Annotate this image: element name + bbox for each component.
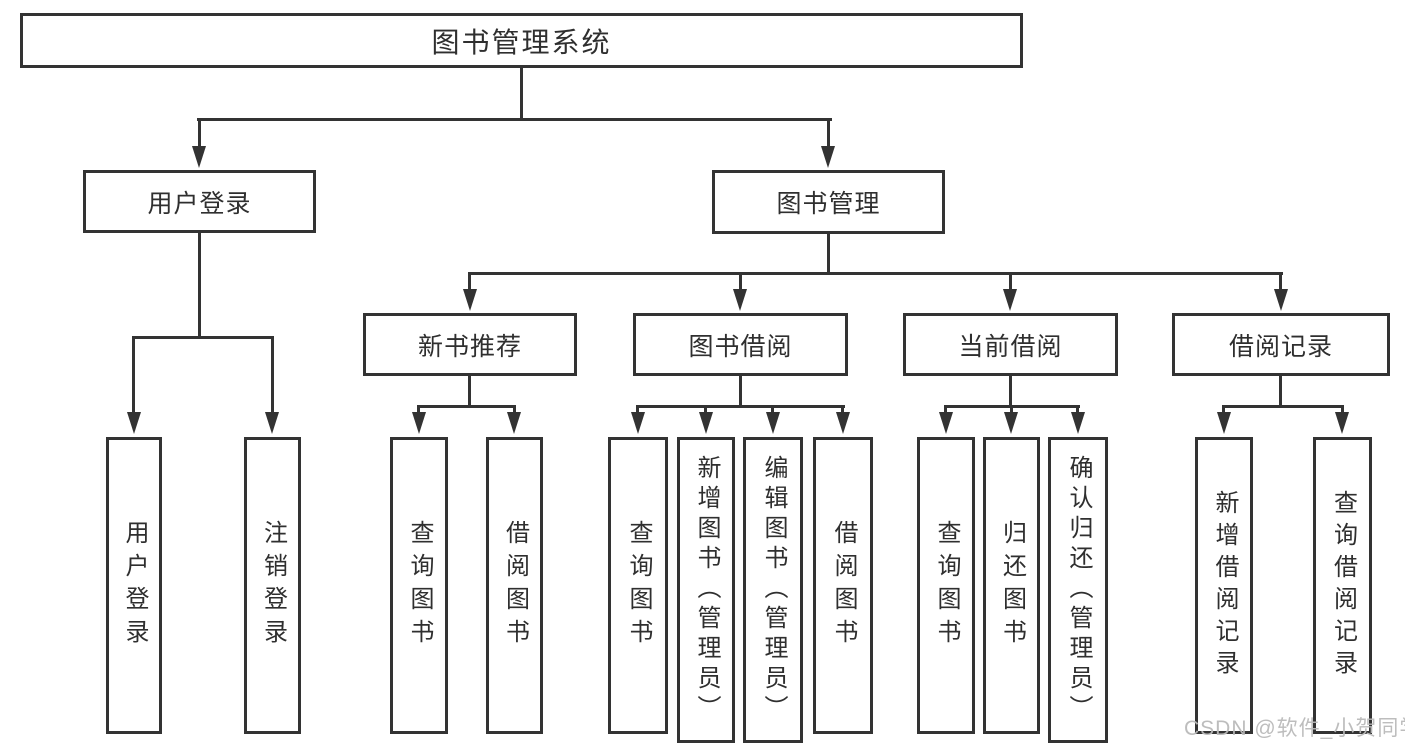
leaf-query-books-newbook: 查询图书 (390, 437, 448, 734)
node-new-book-recommend: 新书推荐 (363, 313, 577, 376)
node-current-borrowing: 当前借阅 (903, 313, 1118, 376)
node-borrowing-records: 借阅记录 (1172, 313, 1390, 376)
connector-records-crossbar (1222, 405, 1344, 408)
arrow-down-icon (939, 412, 953, 434)
leaf-add-borrow-record: 新增借阅记录 (1195, 437, 1253, 734)
arrow-down-icon (507, 412, 521, 434)
connector-mgmt-crossbar (468, 272, 1283, 275)
connector-current-stem (1009, 376, 1012, 405)
node-book-management: 图书管理 (712, 170, 945, 234)
connector-stub (636, 405, 639, 415)
arrow-down-icon (463, 289, 477, 311)
arrow-down-icon (1004, 412, 1018, 434)
connector-stub (1076, 405, 1079, 415)
connector-stub-login-leaf (132, 336, 135, 414)
arrow-down-icon (1217, 412, 1231, 434)
leaf-add-books-admin: 新增图书（管理员） (677, 437, 735, 743)
connector-stub-new-books (468, 272, 471, 290)
connector-root-crossbar (197, 118, 832, 121)
node-book-borrowing: 图书借阅 (633, 313, 848, 376)
leaf-borrow-books-borrow: 借阅图书 (813, 437, 873, 734)
connector-records-stem (1279, 376, 1282, 405)
connector-mgmt-stem (827, 234, 830, 272)
arrow-down-icon (699, 412, 713, 434)
connector-stub (704, 405, 707, 415)
leaf-query-borrow-record: 查询借阅记录 (1313, 437, 1372, 734)
connector-borrow-crossbar (636, 405, 845, 408)
connector-newbook-stem (468, 376, 471, 405)
connector-stub (841, 405, 844, 415)
connector-stub-borrow-records (1279, 272, 1282, 290)
node-user-login: 用户登录 (83, 170, 316, 233)
connector-newbook-crossbar (417, 405, 516, 408)
arrow-down-icon (836, 412, 850, 434)
connector-stub (1341, 405, 1344, 415)
leaf-user-login: 用户登录 (106, 437, 162, 734)
arrow-down-icon (127, 412, 141, 434)
leaf-return-books: 归还图书 (983, 437, 1040, 734)
arrow-down-icon (265, 412, 279, 434)
leaf-borrow-books-newbook: 借阅图书 (486, 437, 543, 734)
arrow-down-icon (192, 146, 206, 168)
arrow-down-icon (766, 412, 780, 434)
leaf-edit-books-admin: 编辑图书（管理员） (743, 437, 803, 743)
leaf-confirm-return-admin: 确认归还（管理员） (1048, 437, 1108, 743)
connector-login-crossbar (133, 336, 274, 339)
arrow-down-icon (1274, 289, 1288, 311)
leaf-query-books-current: 查询图书 (917, 437, 975, 734)
connector-stub-book-borrow (739, 272, 742, 290)
arrow-down-icon (1003, 289, 1017, 311)
connector-stub-user-login (198, 118, 201, 148)
connector-login-stem (198, 233, 201, 336)
arrow-down-icon (1071, 412, 1085, 434)
connector-stub-logout-leaf (271, 336, 274, 414)
node-root: 图书管理系统 (20, 13, 1023, 68)
arrow-down-icon (412, 412, 426, 434)
connector-borrow-stem (739, 376, 742, 405)
leaf-logout: 注销登录 (244, 437, 301, 734)
connector-stub-book-management (827, 118, 830, 148)
connector-stub (513, 405, 516, 415)
arrow-down-icon (631, 412, 645, 434)
leaf-query-books-borrow: 查询图书 (608, 437, 668, 734)
csdn-watermark: CSDN @软件_小贺同学 (1184, 717, 1405, 740)
connector-stub (417, 405, 420, 415)
arrow-down-icon (821, 146, 835, 168)
connector-stub (1222, 405, 1225, 415)
connector-stub-current-borrow (1009, 272, 1012, 290)
arrow-down-icon (733, 289, 747, 311)
connector-root-stem (520, 68, 523, 118)
connector-stub (771, 405, 774, 415)
connector-stub (944, 405, 947, 415)
connector-stub (1010, 405, 1013, 415)
arrow-down-icon (1335, 412, 1349, 434)
